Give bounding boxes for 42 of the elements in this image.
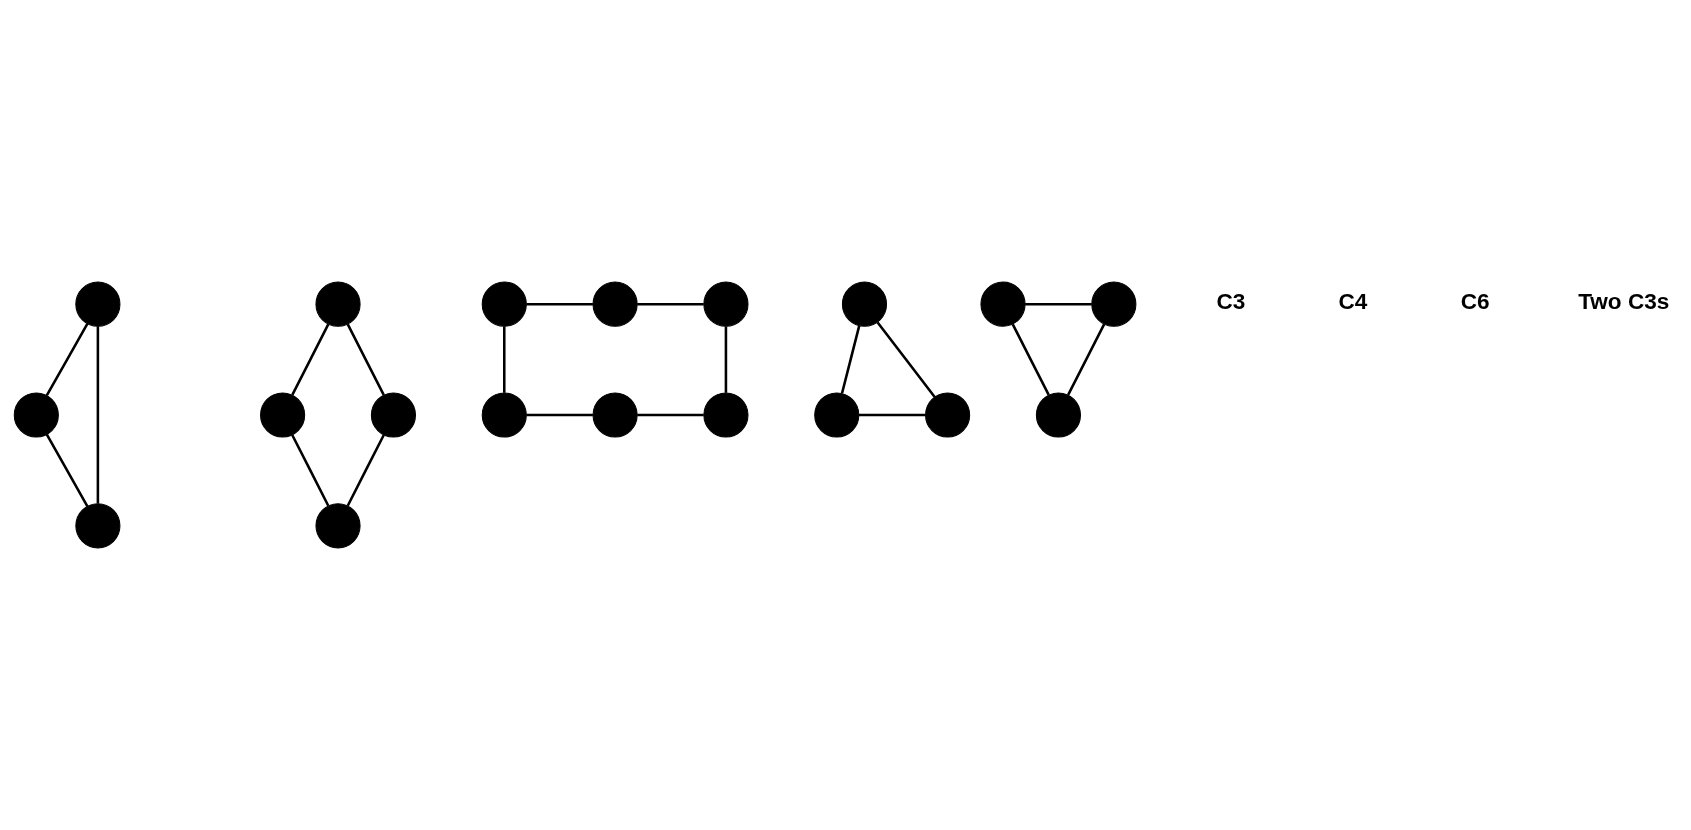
- node-circle: [370, 392, 416, 438]
- connector: [346, 323, 385, 396]
- label: C3: [1215, 288, 1245, 314]
- connector: [724, 326, 727, 393]
- node-circle: [74, 503, 120, 549]
- connector: [636, 413, 704, 417]
- connector: [290, 323, 329, 396]
- label: C6: [1460, 288, 1490, 314]
- node-circle: [13, 392, 59, 438]
- connector: [346, 434, 385, 507]
- connector: [1024, 302, 1092, 306]
- node-circle: [592, 281, 638, 327]
- node-circle: [74, 281, 120, 327]
- connector: [525, 302, 593, 306]
- connector: [636, 302, 704, 306]
- connector: [45, 433, 88, 507]
- node-circle: [979, 281, 1026, 327]
- node-circle: [481, 281, 527, 327]
- label: Two C3s: [1577, 288, 1669, 314]
- connector: [875, 321, 936, 398]
- node-circle: [813, 392, 859, 438]
- connector: [858, 413, 925, 417]
- connector: [96, 326, 99, 504]
- connector: [290, 434, 329, 507]
- node-circle: [481, 392, 527, 438]
- connector: [502, 326, 506, 393]
- node-circle: [924, 392, 970, 438]
- connector: [1066, 323, 1105, 396]
- node-circle: [1035, 392, 1081, 438]
- node-circle: [702, 392, 748, 438]
- node-circle: [592, 392, 638, 438]
- node-circle: [314, 503, 361, 549]
- node-circle: [702, 281, 748, 327]
- connector: [45, 323, 89, 397]
- connector: [1011, 323, 1050, 396]
- node-circle: [841, 281, 887, 327]
- connector: [525, 413, 593, 417]
- node-circle: [1090, 281, 1136, 327]
- node-circle: [314, 281, 361, 327]
- label: C4: [1338, 288, 1367, 314]
- connector: [840, 325, 860, 394]
- node-circle: [259, 392, 305, 438]
